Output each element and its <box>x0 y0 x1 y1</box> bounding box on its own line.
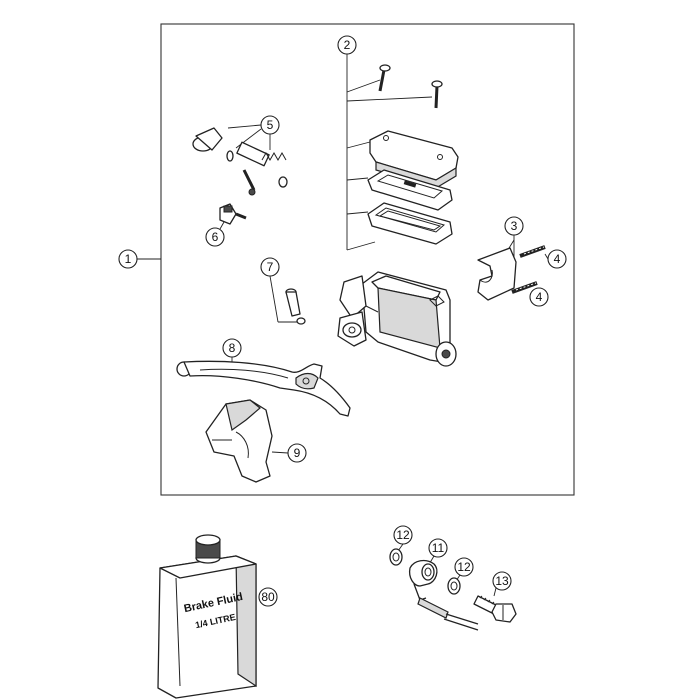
callout-3-label: 3 <box>511 219 518 233</box>
banjo-fitting <box>408 559 479 631</box>
callout-80-label: 80 <box>261 590 275 604</box>
clamp-bolt-upper <box>519 245 546 258</box>
brake-fluid-bottle: Brake Fluid 1/4 LITRE <box>157 534 257 699</box>
cover-screw-left <box>378 64 391 92</box>
banjo-bolt <box>473 595 517 623</box>
callout-6: 6 <box>205 221 225 247</box>
callout-80: 80 <box>258 587 278 607</box>
reservoir-gasket <box>367 202 453 245</box>
callout-12-upper-label: 12 <box>396 528 410 542</box>
callout-7: 7 <box>260 257 297 323</box>
callout-9-label: 9 <box>294 446 301 460</box>
sealing-washer-upper <box>389 548 403 566</box>
callout-8: 8 <box>222 338 242 364</box>
reservoir-cover <box>369 130 459 189</box>
callout-4-lower-label: 4 <box>536 290 543 304</box>
clamp-bolt-lower <box>511 281 538 294</box>
callout-6-label: 6 <box>212 230 219 244</box>
sealing-washer-lower <box>447 577 461 595</box>
piston-kit <box>192 127 288 196</box>
callout-9: 9 <box>271 443 307 463</box>
handlebar-clamp <box>477 247 517 301</box>
master-cylinder-body <box>337 271 457 367</box>
callout-2: 2 <box>337 35 433 251</box>
callout-5-label: 5 <box>267 118 274 132</box>
callout-1-label: 1 <box>125 252 132 266</box>
brake-lever <box>176 360 351 417</box>
callout-1: 1 <box>118 249 161 269</box>
callout-2-label: 2 <box>344 38 351 52</box>
assembly-frame <box>160 23 575 496</box>
lever-guard <box>205 399 273 483</box>
callout-12-lower-label: 12 <box>457 560 471 574</box>
reservoir-plate <box>367 169 453 211</box>
callout-7-label: 7 <box>267 260 274 274</box>
callout-4-upper-label: 4 <box>554 252 561 266</box>
callout-4-upper: 4 <box>544 249 567 269</box>
callout-11-label: 11 <box>432 541 445 555</box>
callout-4-lower: 4 <box>529 287 549 307</box>
bleed-valve <box>219 203 247 225</box>
callout-8-label: 8 <box>229 341 236 355</box>
callout-5: 5 <box>227 115 280 150</box>
callout-12-upper: 12 <box>393 525 413 552</box>
callout-13-label: 13 <box>495 574 509 588</box>
callout-13: 13 <box>492 571 512 597</box>
cover-screw-right <box>431 80 443 109</box>
pivot-bolt <box>285 288 306 325</box>
callout-12-lower: 12 <box>454 557 474 582</box>
callout-11: 11 <box>427 538 448 567</box>
